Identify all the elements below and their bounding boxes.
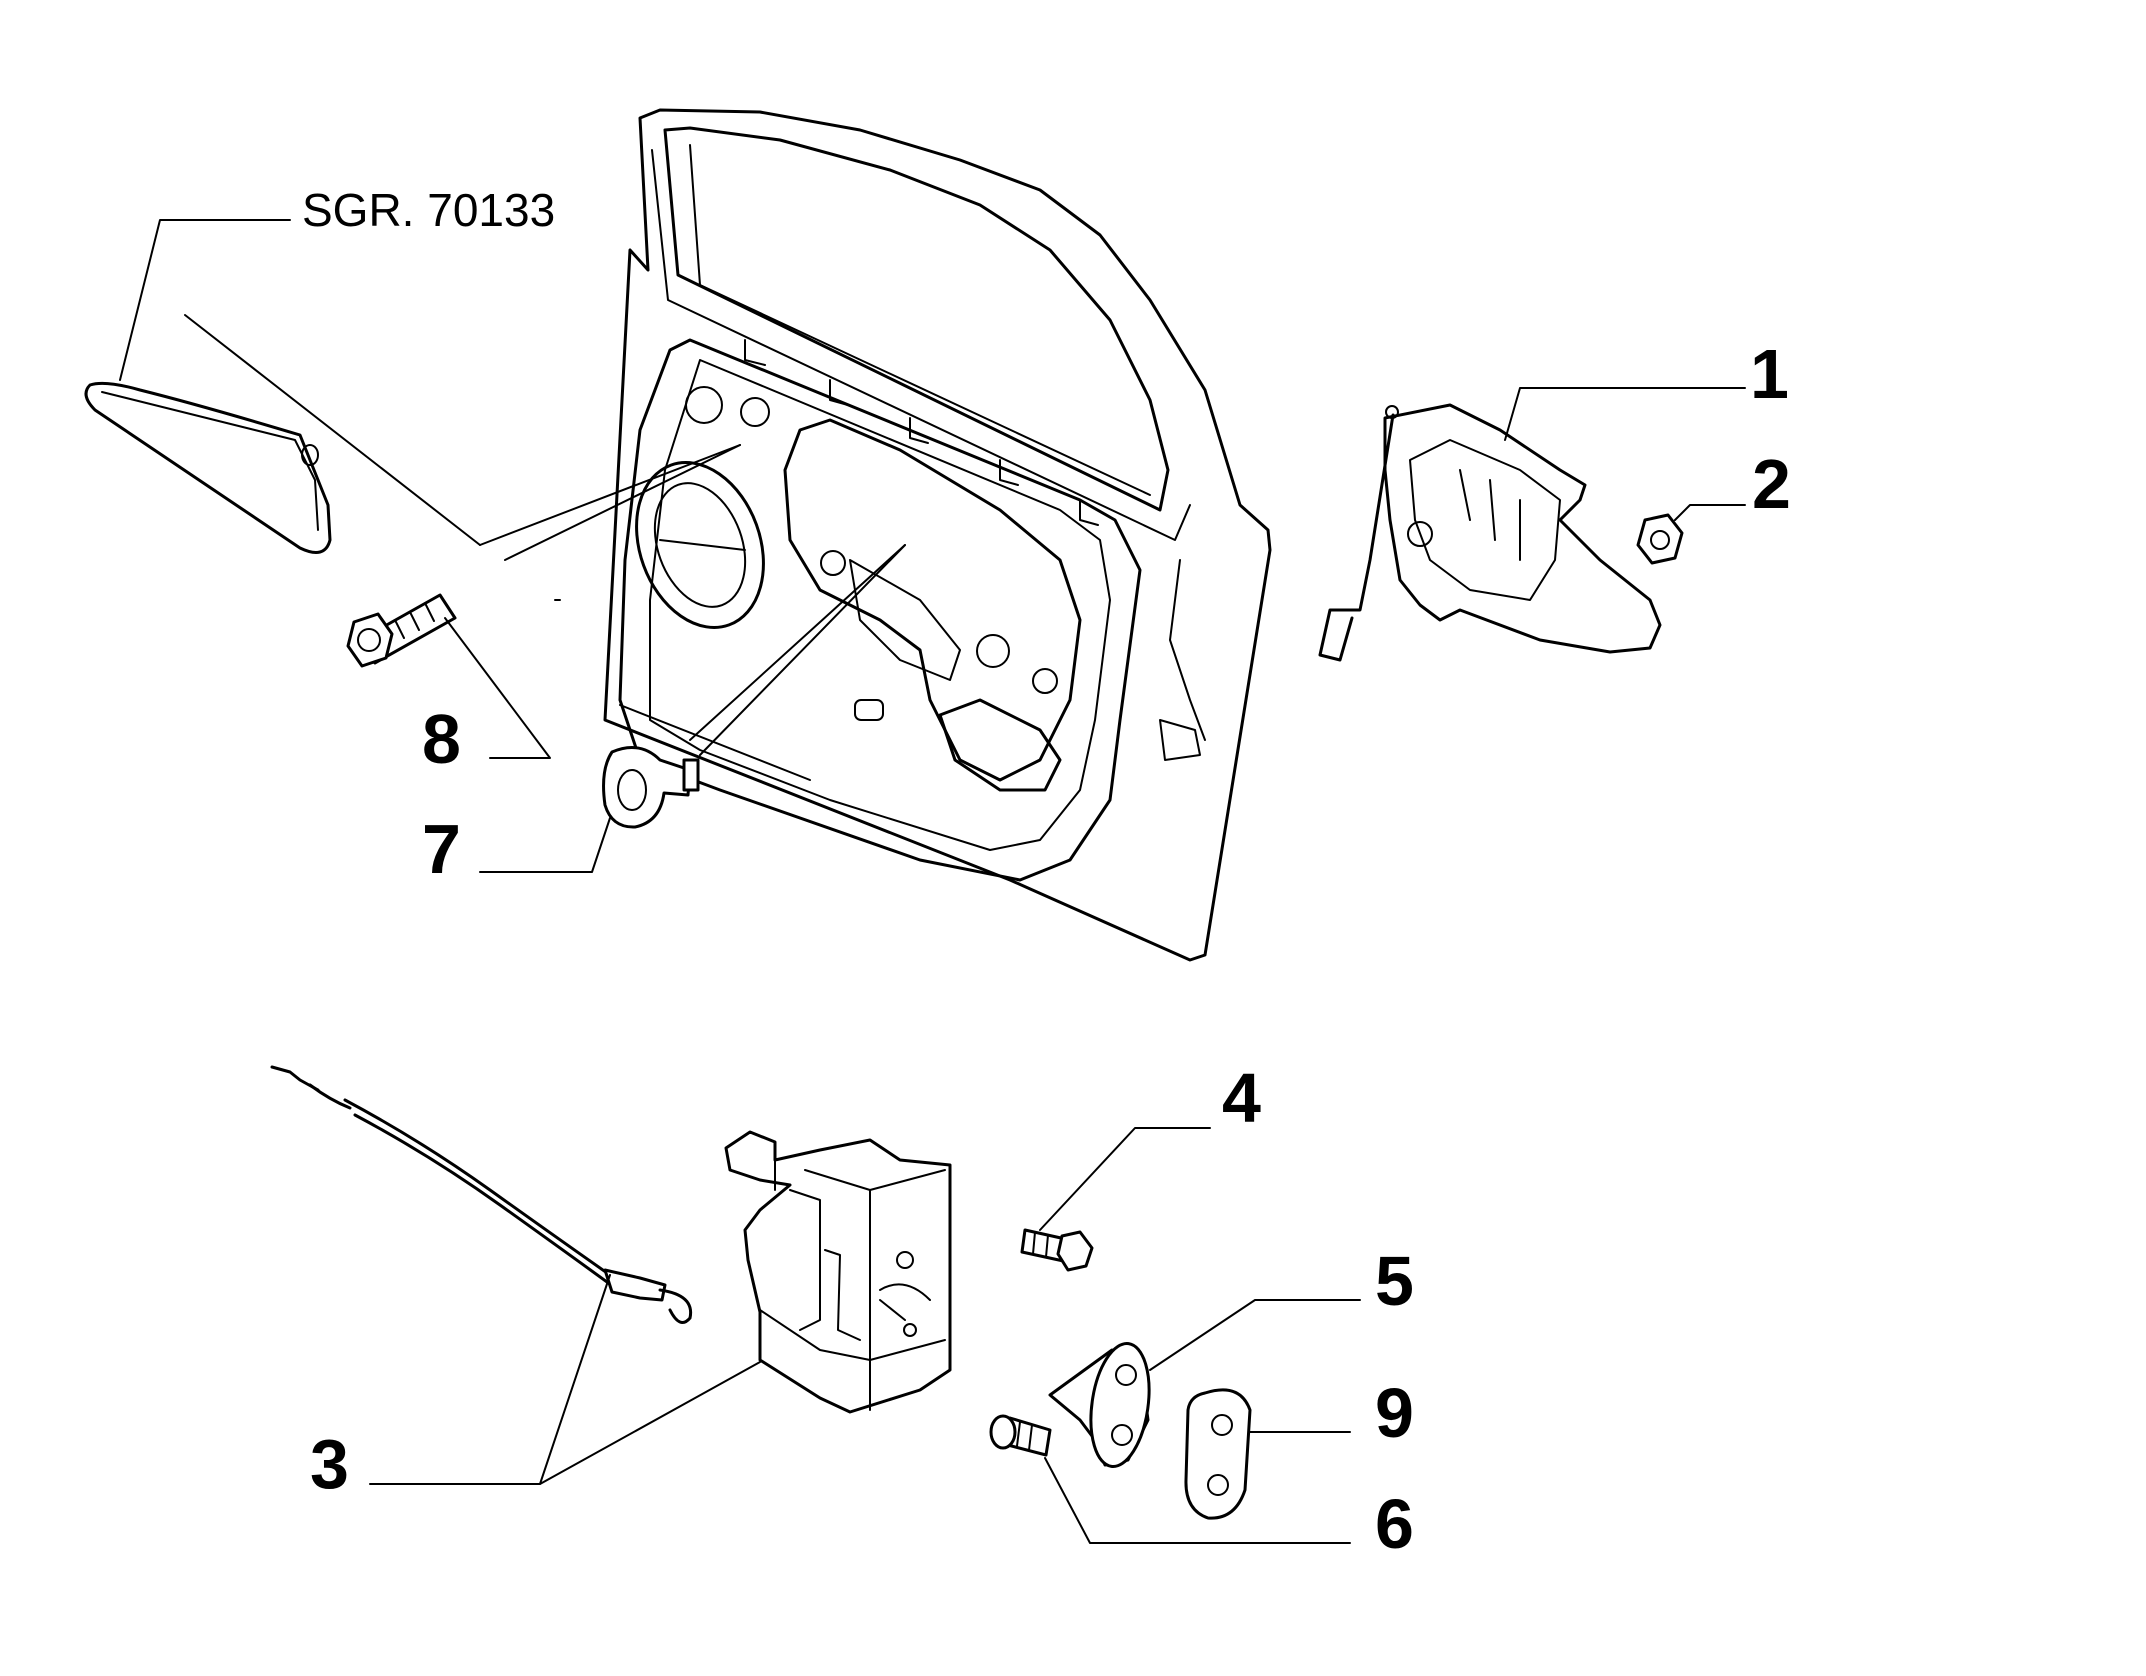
callout-3: 3 xyxy=(310,1425,349,1503)
bolt-part-4 xyxy=(1020,1228,1094,1272)
leader-lines xyxy=(119,219,1746,1544)
door-shell xyxy=(603,108,1272,962)
nut-part-2 xyxy=(1636,513,1684,565)
reference-label: SGR. 70133 xyxy=(302,184,555,236)
callout-1: 1 xyxy=(1750,335,1789,413)
callout-4: 4 xyxy=(1222,1059,1261,1137)
callout-6: 6 xyxy=(1375,1485,1414,1563)
striker-part-5 xyxy=(1048,1341,1151,1469)
handle-part-1 xyxy=(1318,403,1662,662)
screw-part-6 xyxy=(989,1414,1052,1457)
cable-part-3 xyxy=(270,1065,693,1324)
trim-panel-part xyxy=(84,381,332,554)
callout-2: 2 xyxy=(1752,445,1791,523)
clip-part-7 xyxy=(602,746,700,829)
callout-5: 5 xyxy=(1375,1242,1414,1320)
callout-8: 8 xyxy=(422,700,461,778)
callout-7: 7 xyxy=(422,810,461,888)
shim-part-9 xyxy=(1184,1388,1252,1520)
callout-9: 9 xyxy=(1375,1374,1414,1452)
bolt-part-8 xyxy=(346,593,457,668)
lock-part-3 xyxy=(724,1130,952,1414)
